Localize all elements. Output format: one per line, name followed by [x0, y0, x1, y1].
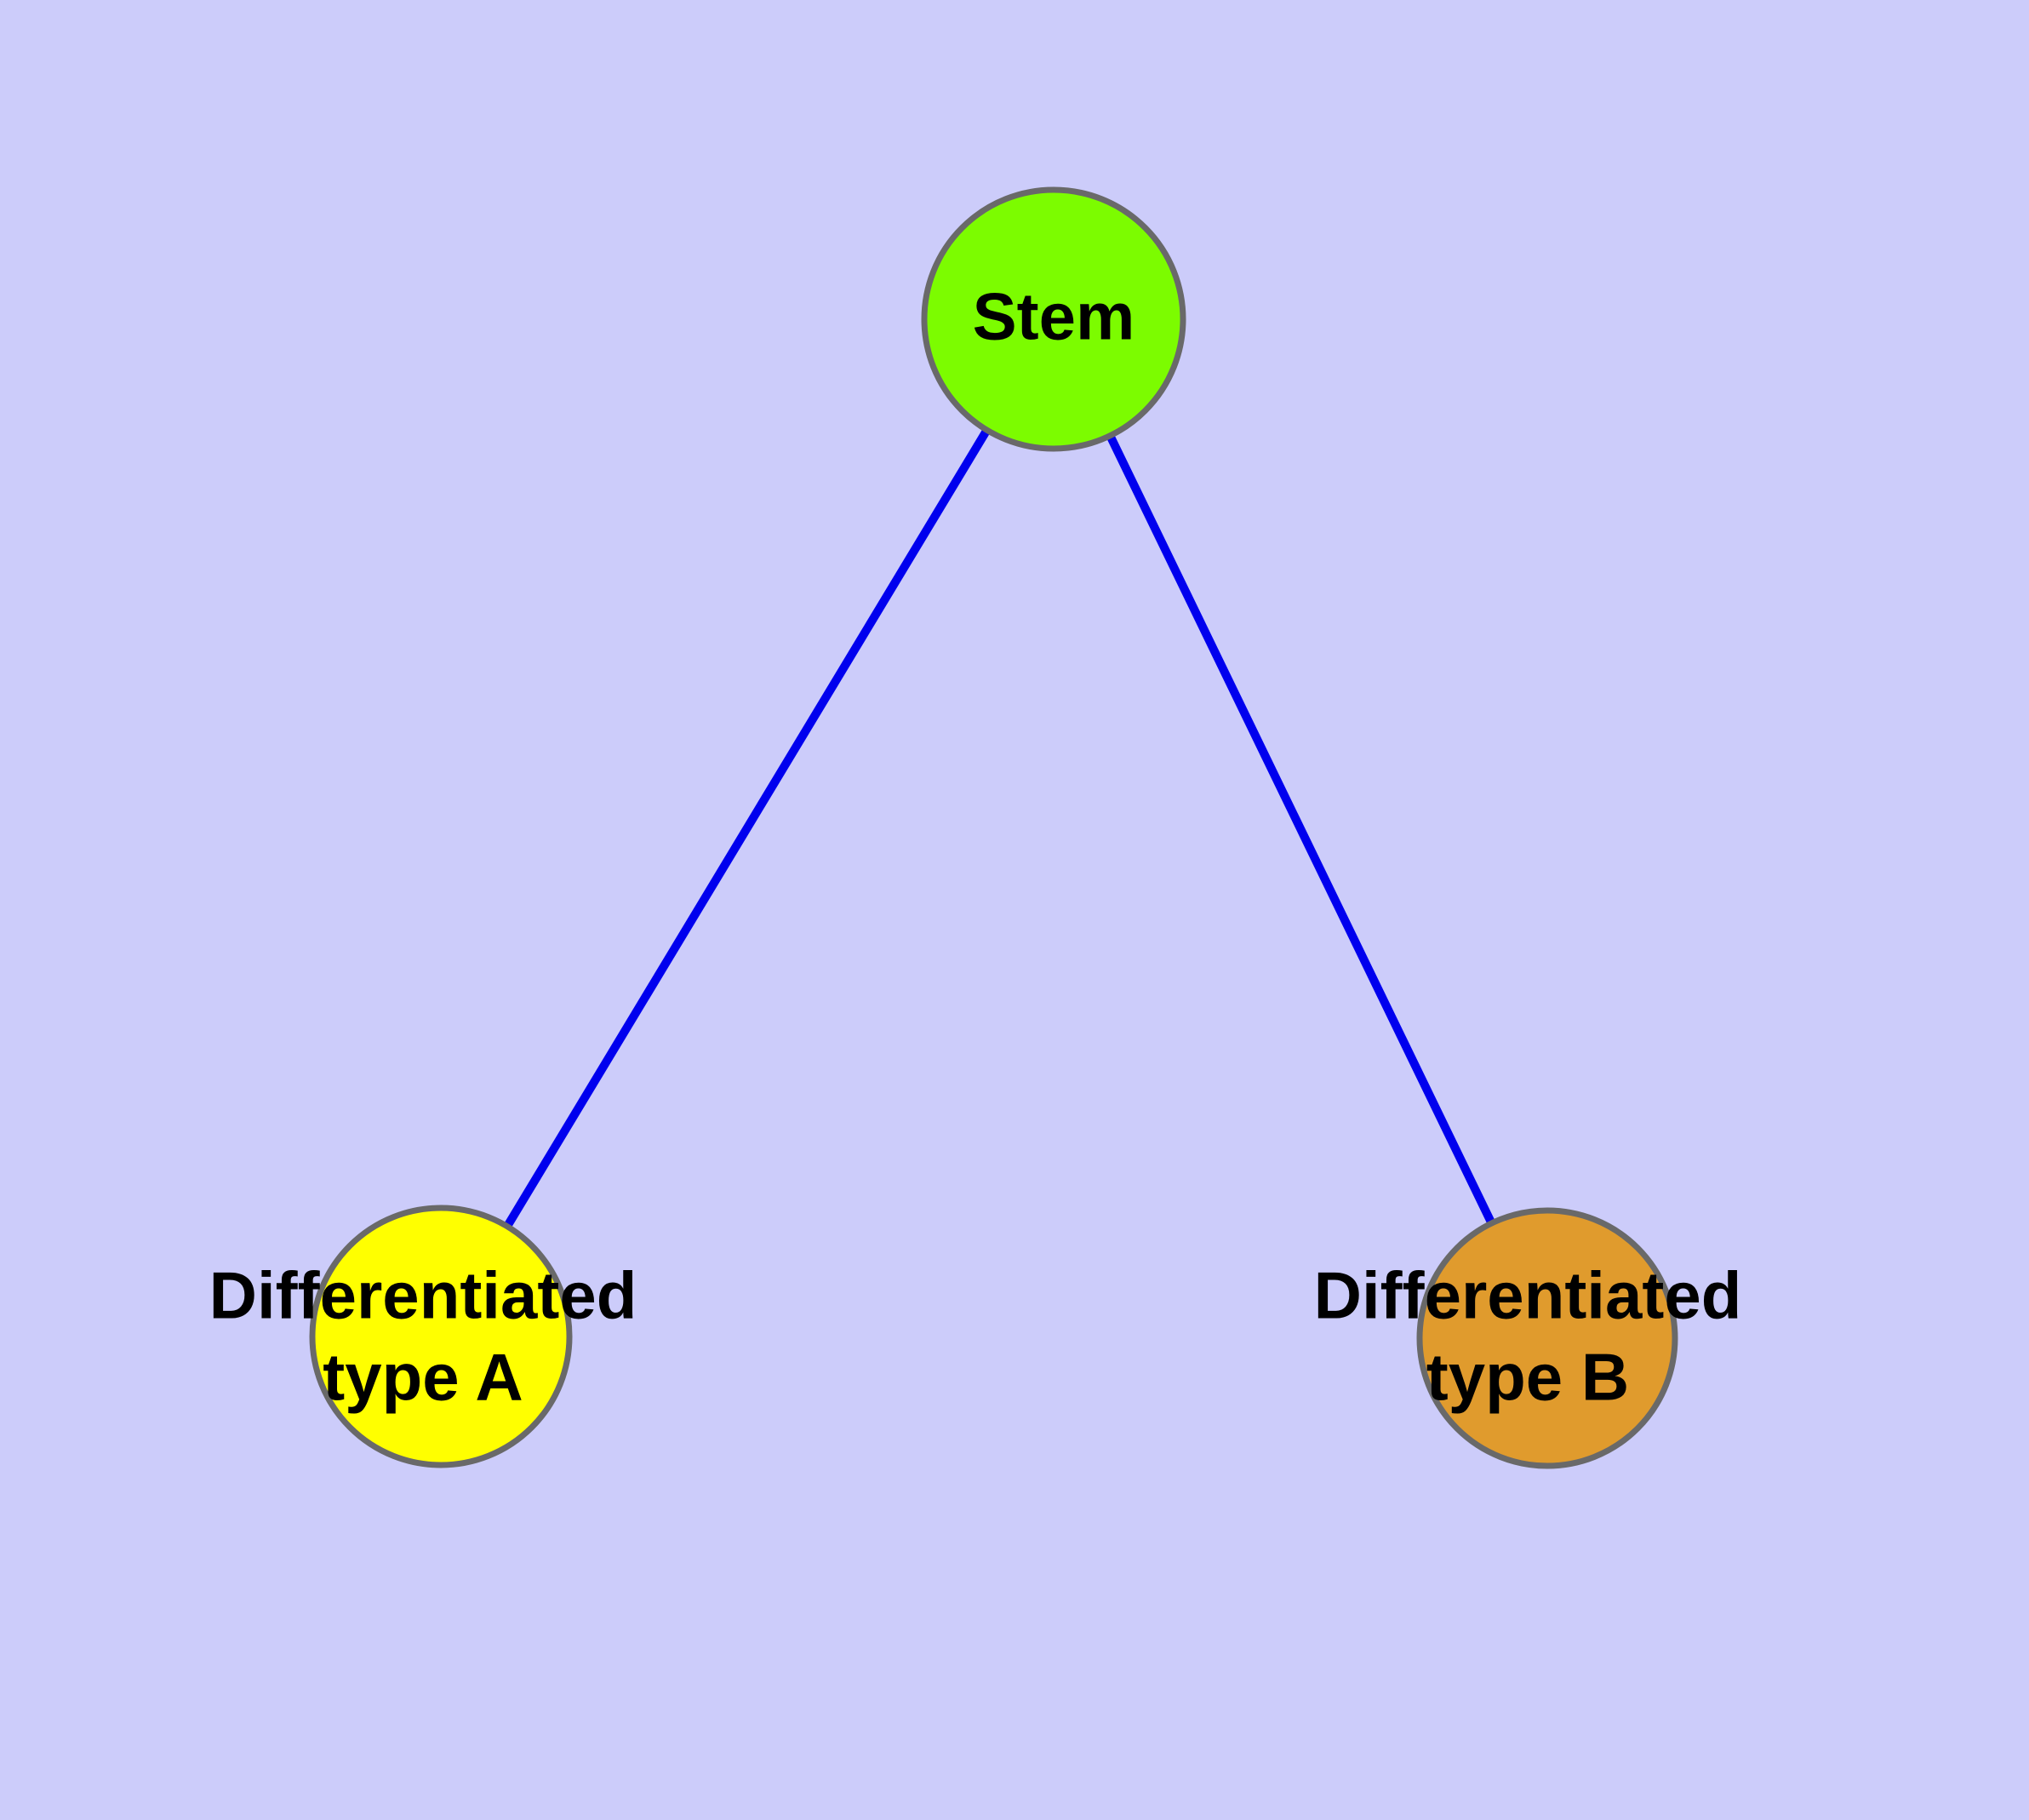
edge-stem-to-type-b[interactable] — [1049, 317, 1552, 1341]
node-stem[interactable] — [921, 186, 1186, 452]
node-type-a-label-line2: type A — [323, 1340, 523, 1415]
node-type-b-label-line2: type B — [1426, 1340, 1629, 1415]
edge-layer — [437, 317, 1552, 1341]
node-layer — [309, 186, 1678, 1469]
node-differentiated-type-b[interactable] — [1416, 1207, 1678, 1469]
node-stem-label: Stem — [973, 279, 1135, 354]
node-type-a-label-line1: Differentiated — [209, 1258, 637, 1333]
node-type-a-circle[interactable] — [309, 1205, 573, 1468]
node-type-b-label-line1: Differentiated — [1314, 1258, 1742, 1333]
edge-stem-to-type-a[interactable] — [437, 317, 1058, 1339]
label-layer: Stem Differentiated type A Differentiate… — [209, 279, 1742, 1415]
node-stem-circle[interactable] — [921, 186, 1186, 452]
node-type-b-circle[interactable] — [1416, 1207, 1678, 1469]
node-differentiated-type-a[interactable] — [309, 1205, 573, 1468]
